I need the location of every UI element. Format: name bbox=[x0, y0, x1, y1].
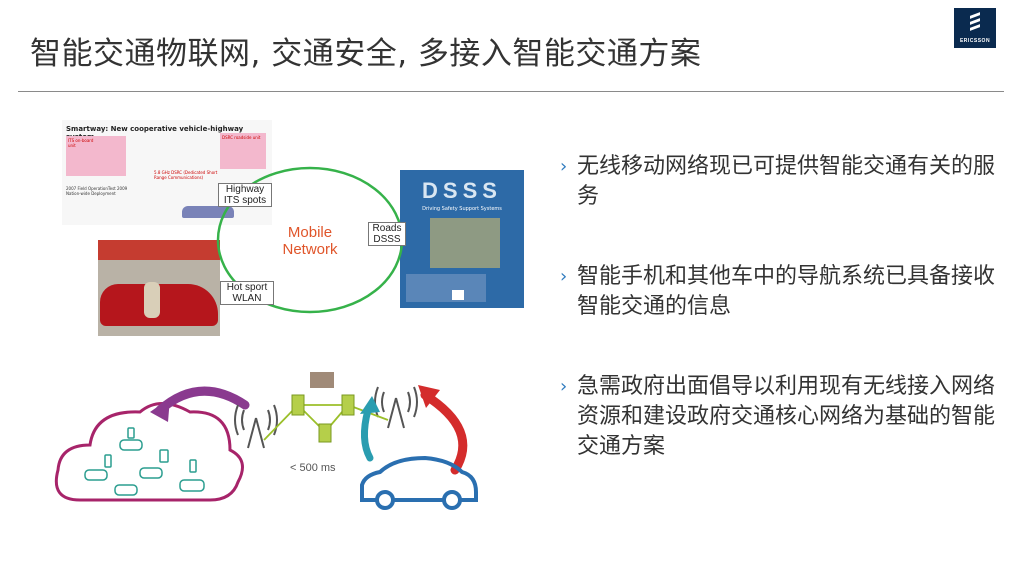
car-icon bbox=[139, 467, 163, 479]
highway-label: Highway ITS spots bbox=[218, 183, 272, 207]
onboard-unit-box: ITS on-board unit bbox=[66, 136, 126, 176]
phone-icon bbox=[159, 449, 169, 463]
server-icons bbox=[291, 394, 355, 443]
bullet-text: 无线移动网络现已可提供智能交通有关的服务 bbox=[577, 154, 996, 209]
onboard-label: ITS on-board unit bbox=[68, 138, 94, 148]
cloud-cars bbox=[84, 427, 205, 496]
roadside-unit-box: DSRC roadside unit bbox=[220, 133, 266, 169]
red-arrowhead bbox=[418, 385, 440, 408]
bullet-arrow-icon: › bbox=[560, 376, 568, 397]
car-wheel bbox=[375, 490, 395, 510]
bullet-text: 智能手机和其他车中的导航系统已具备接收智能交通的信息 bbox=[577, 264, 996, 319]
station-canopy bbox=[98, 240, 220, 260]
latency-label: < 500 ms bbox=[290, 462, 336, 474]
dsss-logo-icon bbox=[452, 290, 464, 300]
connected-car-icon bbox=[360, 455, 478, 502]
server-icon bbox=[341, 394, 355, 416]
gas-station-image bbox=[98, 240, 220, 336]
timeline-label: 2007 Field OperationTest 2009 Nation-wid… bbox=[66, 186, 128, 196]
slide-title: 智能交通物联网, 交通安全, 多接入智能交通方案 bbox=[30, 36, 702, 72]
car-icon bbox=[119, 439, 143, 451]
dsss-title: DSSS bbox=[422, 178, 502, 203]
bullet-list: › 无线移动网络现已可提供智能交通有关的服务 › 智能手机和其他车中的导航系统已… bbox=[560, 152, 1000, 512]
bullet-item: › 急需政府出面倡导以利用现有无线接入网络资源和建设政府交通核心网络为基础的智能… bbox=[560, 372, 1000, 462]
bullet-text: 急需政府出面倡导以利用现有无线接入网络资源和建设政府交通核心网络为基础的智能交通… bbox=[577, 374, 996, 459]
phone-icon bbox=[104, 454, 112, 468]
car-wheel bbox=[442, 490, 462, 510]
ericsson-logo: ERICSSON bbox=[954, 8, 996, 48]
phone-icon bbox=[189, 459, 197, 473]
dsss-cover-image: DSSS Driving Safety Support Systems bbox=[400, 170, 524, 308]
car-icon bbox=[114, 484, 138, 496]
title-divider bbox=[18, 91, 1004, 92]
bullet-arrow-icon: › bbox=[560, 266, 568, 287]
phone-icon bbox=[127, 427, 135, 439]
hotspot-label: Hot sport WLAN bbox=[220, 281, 274, 305]
antenna-icon bbox=[234, 404, 278, 449]
red-curved-arrow bbox=[420, 390, 468, 475]
car-icon bbox=[84, 469, 108, 481]
bullet-item: › 无线移动网络现已可提供智能交通有关的服务 bbox=[560, 152, 1000, 212]
person-icon bbox=[144, 282, 160, 318]
photo-thumbnail bbox=[310, 372, 334, 388]
purple-arrowhead bbox=[150, 398, 170, 422]
roads-label: Roads DSSS bbox=[368, 222, 406, 246]
dsss-subtitle: Driving Safety Support Systems bbox=[422, 206, 502, 212]
cloud-shape bbox=[54, 402, 244, 502]
antenna-icon bbox=[374, 386, 418, 429]
dsss-text-block bbox=[406, 274, 486, 302]
teal-arrowhead bbox=[360, 396, 380, 414]
mobile-network-label: Mobile Network bbox=[282, 224, 338, 258]
bullet-arrow-icon: › bbox=[560, 156, 568, 177]
dsrc-label: 5.8 GHz DSRC (Dedicated Short Range Comm… bbox=[154, 170, 218, 180]
roadside-label: DSRC roadside unit bbox=[222, 135, 261, 140]
car-icon bbox=[182, 206, 234, 218]
road-photo bbox=[430, 218, 500, 268]
teal-curved-arrow bbox=[361, 406, 374, 462]
logo-word: ERICSSON bbox=[959, 38, 991, 44]
smartway-image: Smartway: New cooperative vehicle-highwa… bbox=[62, 120, 272, 225]
server-icon bbox=[318, 423, 332, 443]
bullet-item: › 智能手机和其他车中的导航系统已具备接收智能交通的信息 bbox=[560, 262, 1000, 322]
server-icon bbox=[291, 394, 305, 416]
car-icon bbox=[179, 479, 205, 492]
